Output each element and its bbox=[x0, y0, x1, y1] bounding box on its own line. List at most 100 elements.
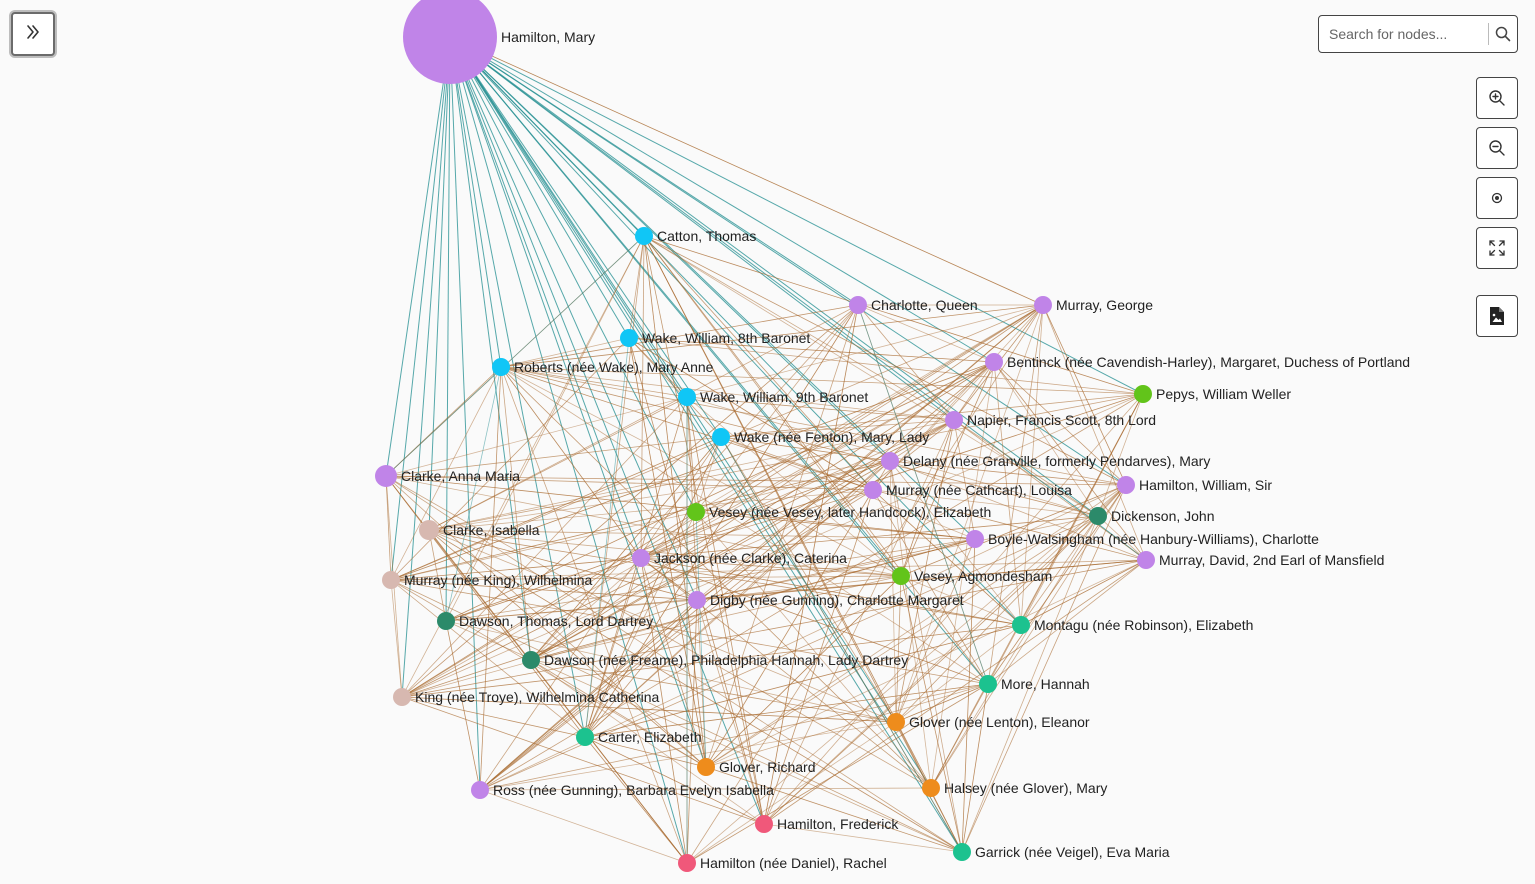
graph-node[interactable]: Murray, David, 2nd Earl of Mansfield bbox=[1137, 551, 1384, 569]
export-image-icon bbox=[1490, 307, 1504, 325]
graph-node[interactable]: Murray (née Cathcart), Louisa bbox=[864, 481, 1072, 499]
fullscreen-button[interactable] bbox=[1476, 227, 1518, 269]
graph-node-circle[interactable] bbox=[437, 612, 455, 630]
graph-node[interactable]: Hamilton, William, Sir bbox=[1117, 476, 1272, 494]
sidebar-toggle-button[interactable] bbox=[11, 12, 55, 56]
graph-node[interactable]: Vesey (née Vesey, later Handcock), Eliza… bbox=[687, 503, 991, 521]
graph-node[interactable]: Halsey (née Glover), Mary bbox=[922, 779, 1107, 797]
graph-node-circle[interactable] bbox=[492, 358, 510, 376]
graph-node[interactable]: Glover, Richard bbox=[697, 758, 815, 776]
graph-node-circle[interactable] bbox=[1137, 551, 1155, 569]
graph-edge bbox=[900, 419, 955, 577]
graph-node[interactable]: Montagu (née Robinson), Elizabeth bbox=[1012, 616, 1253, 634]
graph-node[interactable]: Pepys, William Weller bbox=[1134, 385, 1291, 403]
center-view-button[interactable] bbox=[1476, 177, 1518, 219]
graph-node-label: Ross (née Gunning), Barbara Evelyn Isabe… bbox=[493, 782, 774, 798]
graph-node-circle[interactable] bbox=[635, 227, 653, 245]
graph-node[interactable]: Carter, Elizabeth bbox=[576, 728, 702, 746]
graph-node-circle[interactable] bbox=[522, 651, 540, 669]
graph-node-circle[interactable] bbox=[393, 688, 411, 706]
graph-node[interactable]: Murray, George bbox=[1034, 296, 1153, 314]
graph-node-circle[interactable] bbox=[678, 854, 696, 872]
graph-node[interactable]: Hamilton (née Daniel), Rachel bbox=[678, 854, 887, 872]
graph-node-circle[interactable] bbox=[697, 758, 715, 776]
graph-node-circle[interactable] bbox=[419, 520, 439, 540]
zoom-in-button[interactable] bbox=[1476, 77, 1518, 119]
graph-node-circle[interactable] bbox=[1012, 616, 1030, 634]
graph-node[interactable]: Catton, Thomas bbox=[635, 227, 756, 245]
graph-node-circle[interactable] bbox=[864, 481, 882, 499]
search-button[interactable] bbox=[1489, 16, 1517, 52]
graph-node[interactable]: Boyle-Walsingham (née Hanbury-Williams),… bbox=[966, 530, 1319, 548]
graph-node-circle[interactable] bbox=[892, 567, 910, 585]
graph-edge bbox=[479, 787, 932, 791]
graph-node[interactable]: Clarke, Anna Maria bbox=[375, 465, 520, 487]
graph-node-circle[interactable] bbox=[1117, 476, 1135, 494]
graph-node[interactable]: Napier, Francis Scott, 8th Lord bbox=[945, 411, 1156, 429]
graph-node-circle[interactable] bbox=[985, 353, 1003, 371]
search-input[interactable] bbox=[1319, 16, 1488, 52]
graph-node-circle[interactable] bbox=[471, 781, 489, 799]
graph-node-circle[interactable] bbox=[979, 675, 997, 693]
graph-node-circle[interactable] bbox=[688, 591, 706, 609]
graph-node[interactable]: Glover (née Lenton), Eleanor bbox=[887, 713, 1090, 731]
graph-edge bbox=[857, 304, 989, 685]
graph-node[interactable]: Bentinck (née Cavendish-Harley), Margare… bbox=[985, 353, 1410, 371]
graph-node-circle[interactable] bbox=[687, 503, 705, 521]
graph-node[interactable]: Wake, William, 9th Baronet bbox=[678, 388, 868, 406]
graph-edge bbox=[763, 393, 1144, 825]
graph-node[interactable]: King (née Troye), Wilhelmina Catherina bbox=[393, 688, 660, 706]
graph-node[interactable]: Wake, William, 8th Baronet bbox=[620, 329, 810, 347]
graph-node-circle[interactable] bbox=[953, 843, 971, 861]
graph-edge bbox=[445, 559, 1147, 622]
graph-edge bbox=[705, 489, 874, 768]
graph-edge bbox=[530, 575, 902, 661]
graph-node[interactable]: Dawson, Thomas, Lord Dartrey bbox=[437, 612, 653, 630]
graph-node-circle[interactable] bbox=[887, 713, 905, 731]
graph-node-circle[interactable] bbox=[922, 779, 940, 797]
graph-node-circle[interactable] bbox=[849, 296, 867, 314]
graph-node-circle[interactable] bbox=[1034, 296, 1052, 314]
graph-node[interactable]: Dickenson, John bbox=[1089, 507, 1215, 525]
graph-node[interactable]: Vesey, Agmondesham bbox=[892, 567, 1052, 585]
graph-edge bbox=[401, 396, 688, 698]
graph-node-circle[interactable] bbox=[1134, 385, 1152, 403]
graph-node-circle[interactable] bbox=[945, 411, 963, 429]
graph-edge bbox=[445, 393, 1144, 622]
graph-node[interactable]: Garrick (née Veigel), Eva Maria bbox=[953, 843, 1170, 861]
graph-node-circle[interactable] bbox=[755, 815, 773, 833]
graph-node-circle[interactable] bbox=[620, 329, 638, 347]
graph-node-circle[interactable] bbox=[375, 465, 397, 487]
zoom-out-button[interactable] bbox=[1476, 127, 1518, 169]
graph-node-circle[interactable] bbox=[382, 571, 400, 589]
graph-node[interactable]: Hamilton, Frederick bbox=[755, 815, 899, 833]
graph-node[interactable]: Charlotte, Queen bbox=[849, 296, 978, 314]
graph-node[interactable]: Murray (née King), Wilhelmina bbox=[382, 571, 592, 589]
export-image-button[interactable] bbox=[1476, 295, 1518, 337]
graph-node[interactable]: Hamilton, Mary bbox=[403, 0, 595, 84]
graph-node-circle[interactable] bbox=[576, 728, 594, 746]
graph-node[interactable]: Delany (née Granville, formerly Pendarve… bbox=[881, 452, 1210, 470]
graph-node[interactable]: Dawson (née Freame), Philadelphia Hannah… bbox=[522, 651, 908, 669]
graph-edge bbox=[889, 460, 897, 723]
graph-node-circle[interactable] bbox=[403, 0, 497, 84]
graph-node-circle[interactable] bbox=[712, 428, 730, 446]
graph-node-circle[interactable] bbox=[678, 388, 696, 406]
graph-edge bbox=[895, 538, 976, 723]
graph-node[interactable]: Roberts (née Wake), Mary Anne bbox=[492, 358, 714, 376]
graph-edge bbox=[530, 304, 1044, 661]
graph-node[interactable]: Wake (née Fenton), Mary, Lady bbox=[712, 428, 929, 446]
graph-node[interactable]: Jackson (née Clarke), Caterina bbox=[632, 549, 847, 567]
graph-node-circle[interactable] bbox=[966, 530, 984, 548]
graph-node[interactable]: Digby (née Gunning), Charlotte Margaret bbox=[688, 591, 964, 609]
graph-node[interactable]: More, Hannah bbox=[979, 675, 1090, 693]
graph-node-circle[interactable] bbox=[632, 549, 650, 567]
graph-node[interactable]: Clarke, Isabella bbox=[419, 520, 540, 540]
graph-edge bbox=[445, 366, 502, 622]
graph-node-circle[interactable] bbox=[881, 452, 899, 470]
graph-node-circle[interactable] bbox=[1089, 507, 1107, 525]
graph-node[interactable]: Ross (née Gunning), Barbara Evelyn Isabe… bbox=[471, 781, 774, 799]
graph-edge bbox=[857, 304, 995, 363]
